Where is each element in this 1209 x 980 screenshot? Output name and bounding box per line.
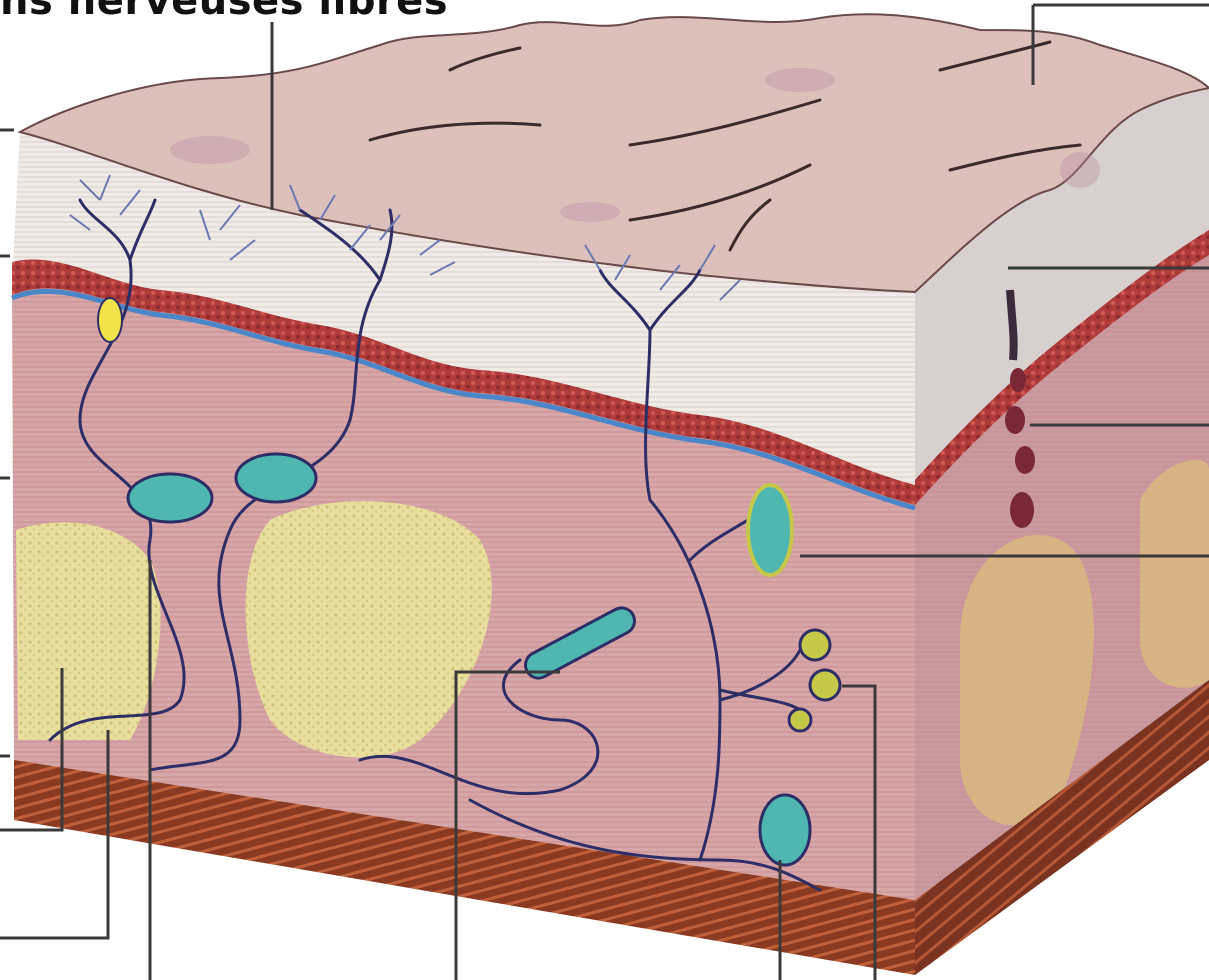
meissner-corpuscle [236, 454, 316, 502]
hair-receptor [789, 709, 811, 731]
side-fat [1140, 460, 1209, 688]
hair-receptor [810, 670, 840, 700]
hair-follicle [1010, 290, 1014, 360]
merkel-disc [98, 298, 122, 342]
ruffini-ending [748, 485, 792, 575]
pacinian-corpuscle [760, 795, 810, 865]
meissner-corpuscle [128, 474, 212, 522]
hair-receptor [800, 630, 830, 660]
